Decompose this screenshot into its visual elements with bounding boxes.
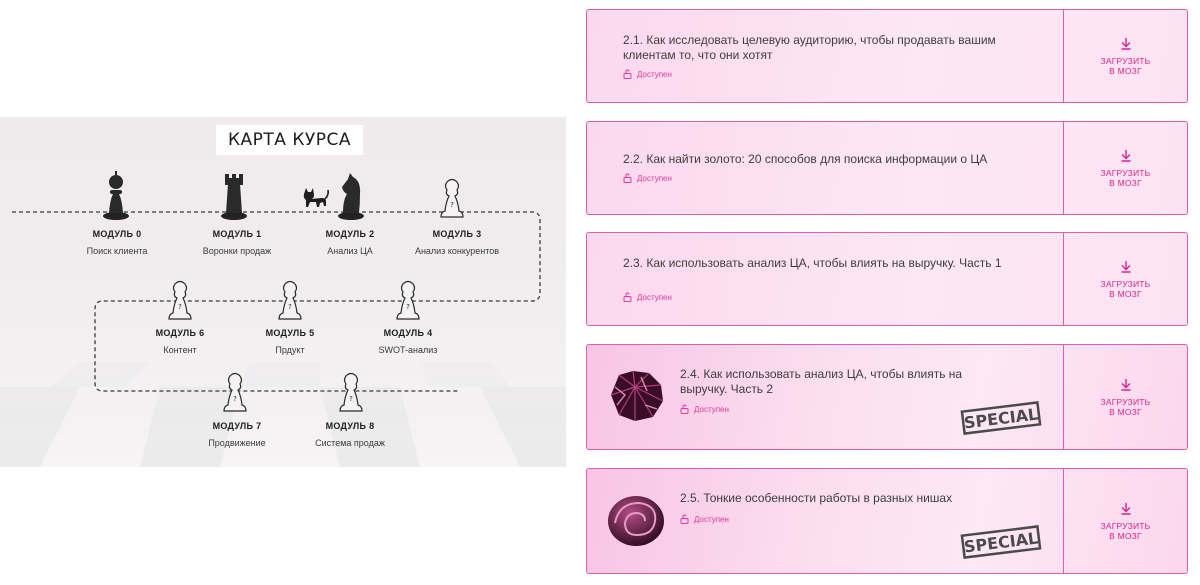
- svg-text:?: ?: [233, 395, 237, 403]
- swirl-sphere-icon: [608, 496, 664, 546]
- lesson-title: 2.2. Как найти золото: 20 способов для п…: [623, 152, 988, 166]
- module-2[interactable]: МОДУЛЬ 2 Анализ ЦА: [325, 229, 375, 256]
- download-button[interactable]: ЗАГРУЗИТЬ В МОЗГ: [1064, 233, 1187, 325]
- crystal-brain-icon: [610, 370, 664, 421]
- pawn-outline-icon: ?: [168, 280, 192, 320]
- svg-text:?: ?: [450, 201, 454, 209]
- pawn-outline-icon: ?: [339, 372, 363, 412]
- svg-text:?: ?: [178, 303, 182, 311]
- download-arrow-icon: [1121, 378, 1130, 391]
- pawn-dark-icon: [103, 171, 129, 220]
- module-7[interactable]: МОДУЛЬ 7 Продвижение: [208, 421, 266, 448]
- download-button[interactable]: ЗАГРУЗИТЬ В МОЗГ: [1064, 122, 1187, 214]
- card-divider: [1063, 10, 1064, 102]
- svg-text:?: ?: [349, 395, 353, 403]
- unlock-icon: [623, 69, 632, 79]
- module-8[interactable]: МОДУЛЬ 8 Система продаж: [315, 421, 385, 448]
- unlock-icon: [623, 292, 632, 302]
- module-1[interactable]: МОДУЛЬ 1 Воронки продаж: [202, 229, 272, 256]
- map-title: КАРТА КУРСА: [216, 125, 363, 155]
- lesson-card[interactable]: 2.1. Как исследовать целевую аудиторию, …: [586, 9, 1188, 103]
- unlock-icon: [623, 173, 632, 183]
- module-3[interactable]: МОДУЛЬ 3 Анализ конкурентов: [414, 229, 500, 256]
- download-arrow-icon: [1121, 260, 1130, 273]
- pawn-outline-icon: ?: [223, 372, 247, 412]
- svg-text:?: ?: [288, 303, 292, 311]
- download-button[interactable]: ЗАГРУЗИТЬ В МОЗГ: [1064, 345, 1187, 449]
- lesson-status: Доступен: [623, 292, 672, 302]
- card-divider: [1063, 469, 1064, 573]
- lesson-title: 2.5. Тонкие особенности работы в разных …: [680, 491, 953, 505]
- lesson-title: 2.3. Как использовать анализ ЦА, чтобы в…: [623, 256, 1002, 270]
- svg-text:?: ?: [406, 303, 410, 311]
- unlock-icon: [680, 514, 689, 524]
- card-divider: [1063, 122, 1064, 214]
- pawn-outline-icon: ?: [278, 280, 302, 320]
- download-arrow-icon: [1121, 37, 1130, 50]
- knight-dark-icon: [338, 173, 364, 220]
- lesson-title: 2.1. Как исследовать целевую аудиторию, …: [623, 33, 996, 62]
- course-map: КАРТА КУРСА ? ? ? ? ? ?: [0, 117, 566, 467]
- download-arrow-icon: [1121, 149, 1130, 162]
- special-stamp: SPECIAL: [960, 525, 1042, 559]
- cat-icon: [303, 188, 329, 207]
- module-0[interactable]: МОДУЛЬ 0 Поиск клиента: [86, 229, 148, 256]
- lesson-card[interactable]: 2.3. Как использовать анализ ЦА, чтобы в…: [586, 232, 1188, 326]
- pawn-outline-icon: ?: [440, 178, 464, 218]
- module-4[interactable]: МОДУЛЬ 4 SWOT-анализ: [378, 328, 438, 355]
- course-map-background: [0, 211, 566, 467]
- lesson-status: Доступен: [680, 404, 729, 414]
- lesson-status: Доступен: [623, 69, 672, 79]
- lesson-title: 2.4. Как использовать анализ ЦА, чтобы в…: [680, 367, 963, 396]
- rook-dark-icon: [221, 174, 247, 220]
- card-divider: [1063, 345, 1064, 449]
- special-stamp: SPECIAL: [960, 401, 1042, 435]
- module-6[interactable]: МОДУЛЬ 6 Контент: [155, 328, 205, 355]
- download-arrow-icon: [1121, 502, 1130, 515]
- unlock-icon: [680, 404, 689, 414]
- lesson-status: Доступен: [680, 514, 729, 524]
- download-button[interactable]: ЗАГРУЗИТЬ В МОЗГ: [1064, 469, 1187, 573]
- pawn-outline-icon: ?: [396, 280, 420, 320]
- lesson-card-special[interactable]: 2.4. Как использовать анализ ЦА, чтобы в…: [586, 344, 1188, 450]
- lesson-card[interactable]: 2.2. Как найти золото: 20 способов для п…: [586, 121, 1188, 215]
- module-5[interactable]: МОДУЛЬ 5 Прдукт: [265, 328, 315, 355]
- download-button[interactable]: ЗАГРУЗИТЬ В МОЗГ: [1064, 10, 1187, 102]
- lesson-status: Доступен: [623, 173, 672, 183]
- card-divider: [1063, 233, 1064, 325]
- lesson-card-special[interactable]: 2.5. Тонкие особенности работы в разных …: [586, 468, 1188, 574]
